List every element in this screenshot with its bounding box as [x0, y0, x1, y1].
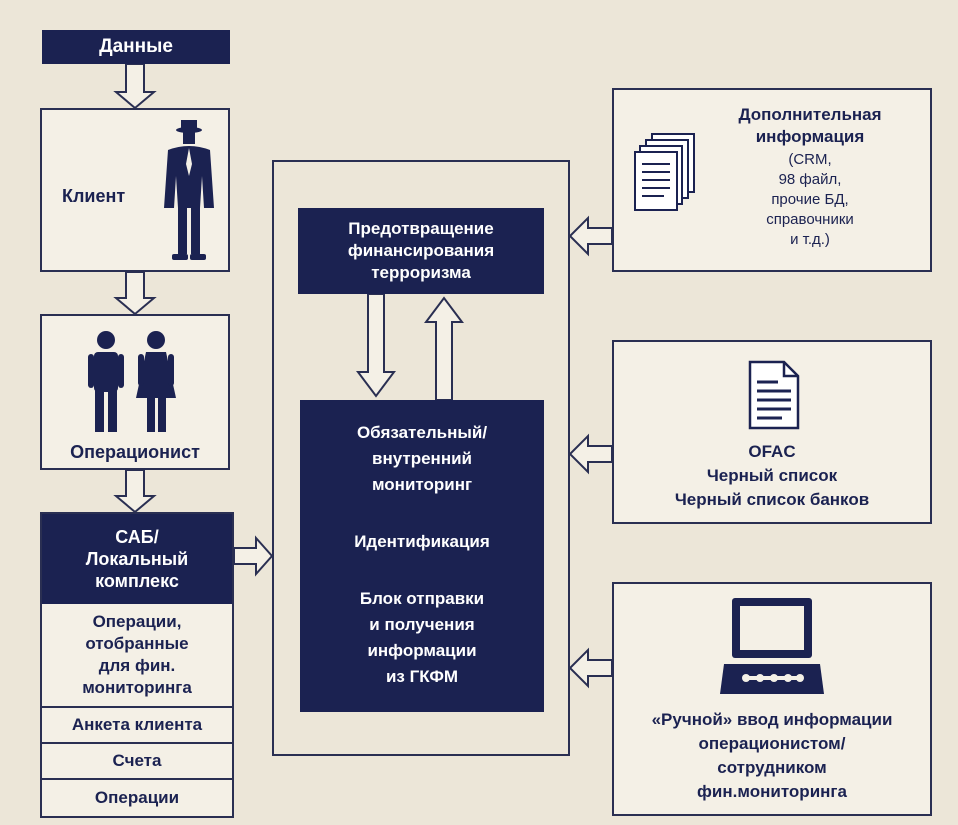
gkfm-label: Блок отправки и получения информации из … — [359, 589, 485, 686]
manual-input-label: «Ручной» ввод информации операционистом/… — [651, 710, 893, 801]
man-woman-icon — [88, 331, 176, 432]
client-label: Клиент — [62, 186, 126, 206]
arrow-client-to-operator — [113, 271, 157, 316]
arrow-operator-to-sab — [113, 469, 157, 514]
arrow-monitoring-to-terror — [424, 296, 464, 401]
identification-label: Идентификация — [354, 532, 490, 551]
sab-item-accounts: Счета — [42, 744, 232, 780]
terrorism-prevention-label: Предотвращение финансирования терроризма — [347, 219, 495, 282]
sab-stack: САБ/ Локальный комплекс Операции, отобра… — [40, 512, 234, 818]
sab-label: САБ/ Локальный комплекс — [85, 527, 189, 591]
sab-item-operations: Операции — [42, 780, 232, 816]
sab-header: САБ/ Локальный комплекс — [42, 514, 232, 604]
data-box: Данные — [42, 30, 230, 64]
ofac-box: OFAC Черный список Черный список банков — [612, 340, 932, 524]
documents-stack-icon — [634, 133, 695, 211]
arrow-data-to-client — [113, 63, 157, 110]
sab-item-label: Счета — [112, 751, 162, 770]
sab-item-label: Операции, отобранные для фин. мониторинг… — [82, 612, 192, 697]
document-icon — [748, 360, 800, 430]
extra-info-details: (CRM, 98 файл, прочие БД, справочники и … — [766, 151, 854, 248]
terrorism-prevention-box: Предотвращение финансирования терроризма — [298, 208, 544, 294]
arrow-extra-info-to-center — [568, 215, 613, 257]
extra-info-title: Дополнительная информация — [738, 105, 882, 146]
monitoring-block: Обязательный/ внутренний мониторинг Иден… — [300, 400, 544, 712]
sab-item-label: Операции — [94, 788, 180, 807]
arrow-manual-to-center — [568, 647, 613, 689]
operator-label: Операционист — [70, 442, 200, 462]
arrow-terror-to-monitoring — [356, 293, 396, 398]
arrow-sab-to-center — [233, 535, 274, 577]
person-in-hat-icon — [164, 120, 214, 260]
computer-terminal-icon — [720, 598, 824, 694]
data-label: Данные — [99, 36, 173, 57]
manual-input-box: «Ручной» ввод информации операционистом/… — [612, 582, 932, 816]
arrow-ofac-to-center — [568, 433, 613, 475]
operator-box: Операционист — [40, 314, 230, 470]
monitoring-label: Обязательный/ внутренний мониторинг — [356, 423, 488, 494]
ofac-label: OFAC Черный список Черный список банков — [674, 442, 870, 509]
center-frame — [272, 160, 570, 756]
sab-item-label: Анкета клиента — [71, 715, 203, 734]
sab-item-client-form: Анкета клиента — [42, 708, 232, 744]
client-box: Клиент — [40, 108, 230, 272]
extra-info-box: Дополнительная информация (CRM, 98 файл,… — [612, 88, 932, 272]
sab-item-selected-operations: Операции, отобранные для фин. мониторинг… — [42, 604, 232, 708]
